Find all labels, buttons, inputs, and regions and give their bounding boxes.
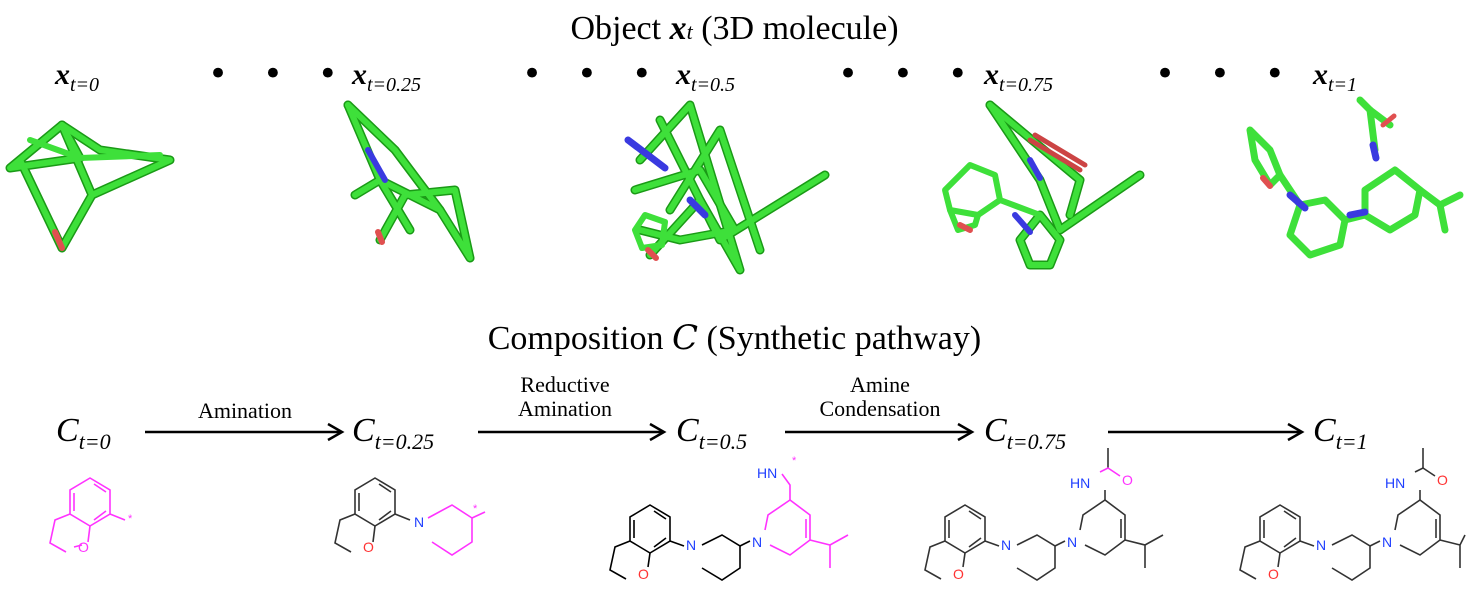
atom-star: * [128, 513, 133, 525]
object-label-t025: xt=0.25 [352, 58, 421, 97]
reaction-line1: Amine [850, 372, 910, 397]
composition-var: C [352, 412, 375, 449]
composition-sub: t=0.5 [698, 428, 748, 454]
object-label-t1: xt=1 [1313, 58, 1357, 97]
composition-label-t1: Ct=1 [1313, 412, 1368, 455]
composition-sub: t=0.75 [1006, 428, 1067, 454]
object-title-sub: t [686, 19, 693, 44]
atom-star: * [792, 455, 797, 467]
atom-n: N [752, 534, 762, 550]
composition-label-t0: Ct=0 [56, 412, 111, 455]
composition-var: C [984, 412, 1007, 449]
object-var: x [55, 58, 70, 91]
atom-o: O [638, 566, 649, 582]
atom-star: * [473, 503, 478, 515]
composition-var: C [676, 412, 699, 449]
molecule-3d-t0 [5, 120, 175, 253]
atom-o: O [953, 566, 964, 582]
object-sub: t=0 [70, 74, 100, 96]
composition-var: C [56, 412, 79, 449]
molecule-3d-t075 [942, 100, 1145, 270]
composition-title-text: Composition [487, 320, 672, 357]
object-label-t075: xt=0.75 [984, 58, 1053, 97]
ellipsis-2: • • • [522, 54, 664, 94]
object-label-t0: xt=0 [55, 58, 99, 97]
object-sub: t=1 [1328, 74, 1358, 96]
object-title-rest: (3D molecule) [692, 10, 899, 47]
reaction-label-1: Amination [150, 375, 340, 423]
molecule-3d-t1 [1246, 96, 1464, 259]
molecule-3d-t025 [343, 100, 475, 263]
atom-hn: HN [1070, 475, 1090, 491]
ellipsis-3: • • • [838, 54, 980, 94]
object-sub: t=0.75 [999, 74, 1054, 96]
object-var: x [352, 58, 367, 91]
atom-o: O [1268, 566, 1279, 582]
atom-n: N [686, 537, 696, 553]
reaction-line1: Reductive [520, 372, 610, 397]
molecule-3d-t05 [624, 100, 830, 275]
atom-o: O [78, 539, 89, 555]
reaction-line2: Amination [197, 398, 293, 423]
atom-o-amide: O [1122, 472, 1133, 488]
composition-title-var: C [671, 318, 698, 358]
object-var: x [1313, 58, 1328, 91]
atom-hn: HN [757, 465, 777, 481]
atom-o-amide: O [1437, 472, 1448, 488]
object-title-var: x [669, 10, 687, 47]
composition-title: Composition C (Synthetic pathway) [0, 318, 1469, 358]
atom-n: N [414, 514, 424, 530]
object-sub: t=0.5 [691, 74, 736, 96]
object-var: x [984, 58, 999, 91]
atom-n: N [1316, 537, 1326, 553]
atom-hn: HN [1385, 475, 1405, 491]
atom-n: N [1382, 534, 1392, 550]
object-label-t05: xt=0.5 [676, 58, 735, 97]
ellipsis-4: • • • [1155, 54, 1297, 94]
composition-title-rest: (Synthetic pathway) [697, 320, 982, 357]
object-var: x [676, 58, 691, 91]
composition-sub: t=1 [1335, 428, 1368, 454]
composition-sub: t=0 [78, 428, 111, 454]
composition-label-t025: Ct=0.25 [352, 412, 434, 455]
atom-o: O [363, 539, 374, 555]
composition-label-t075: Ct=0.75 [984, 412, 1066, 455]
reaction-line2: Amination [517, 396, 613, 421]
object-sub: t=0.25 [367, 74, 422, 96]
object-title-text: Object [570, 10, 670, 47]
atom-n: N [1067, 534, 1077, 550]
composition-label-t05: Ct=0.5 [676, 412, 747, 455]
composition-sub: t=0.25 [374, 428, 435, 454]
atom-n: N [1001, 537, 1011, 553]
ellipsis-1: • • • [208, 54, 350, 94]
reaction-line2: Condensation [819, 396, 941, 421]
composition-var: C [1313, 412, 1336, 449]
object-title: Object xt (3D molecule) [0, 10, 1469, 48]
